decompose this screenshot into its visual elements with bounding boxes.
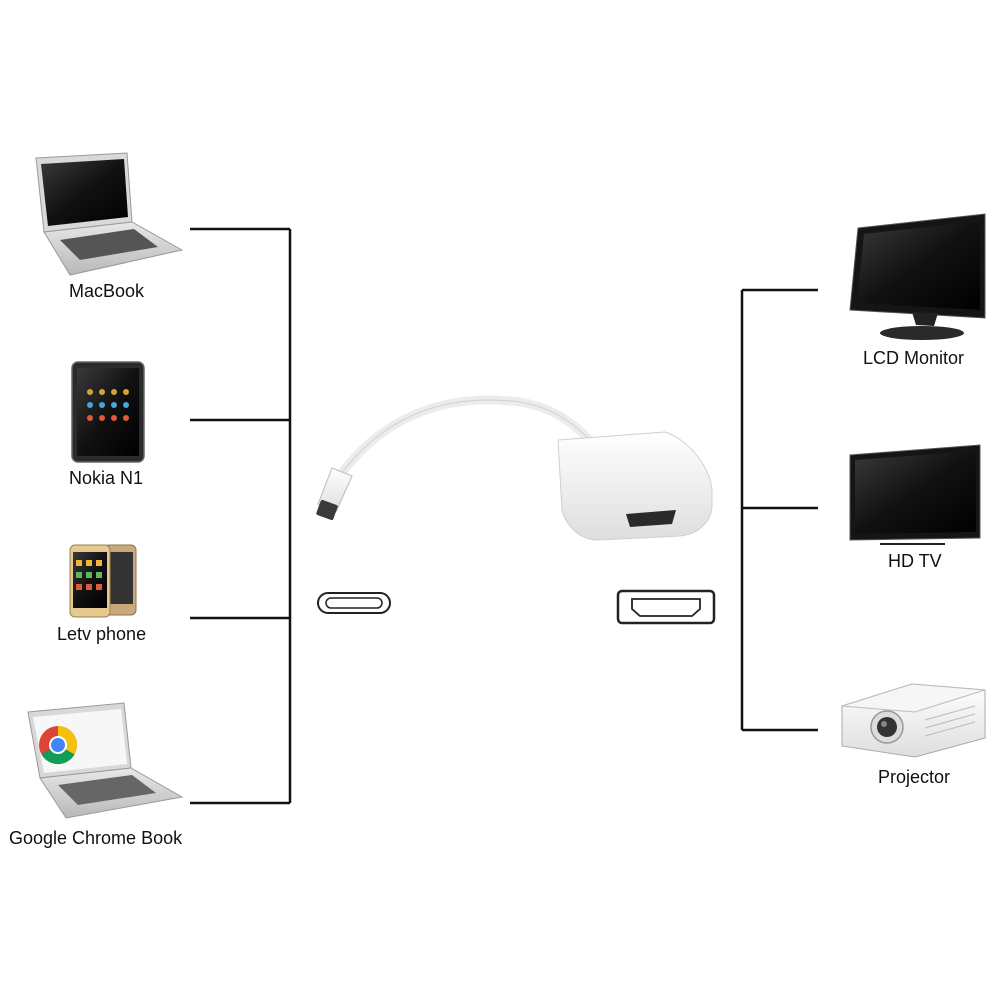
usb-c-port-icon (317, 592, 391, 614)
tv-icon (849, 444, 981, 545)
usb-c-to-hdmi-adapter (316, 395, 713, 541)
projector-icon (841, 683, 986, 758)
source-label-macbook: MacBook (69, 281, 145, 301)
source-label-chromebook: Google Chrome Book (9, 828, 183, 848)
source-connector-lines (190, 227, 292, 805)
smartphone-icon (69, 544, 137, 618)
source-label-nokia-n1: Nokia N1 (69, 468, 144, 488)
output-label-hd-tv: HD TV (888, 551, 942, 571)
output-label-projector: Projector (878, 767, 951, 787)
chromebook-icon (27, 702, 184, 819)
output-connector-lines (740, 288, 818, 732)
source-label-letv-phone: Letv phone (57, 624, 147, 644)
monitor-icon (849, 213, 986, 340)
output-label-lcd-monitor: LCD Monitor (863, 348, 965, 368)
usb-c-plug (316, 467, 353, 521)
tablet-icon (71, 361, 145, 463)
laptop-icon (35, 152, 184, 276)
hdmi-port-icon (616, 589, 716, 625)
hdmi-adapter-body (557, 431, 713, 541)
